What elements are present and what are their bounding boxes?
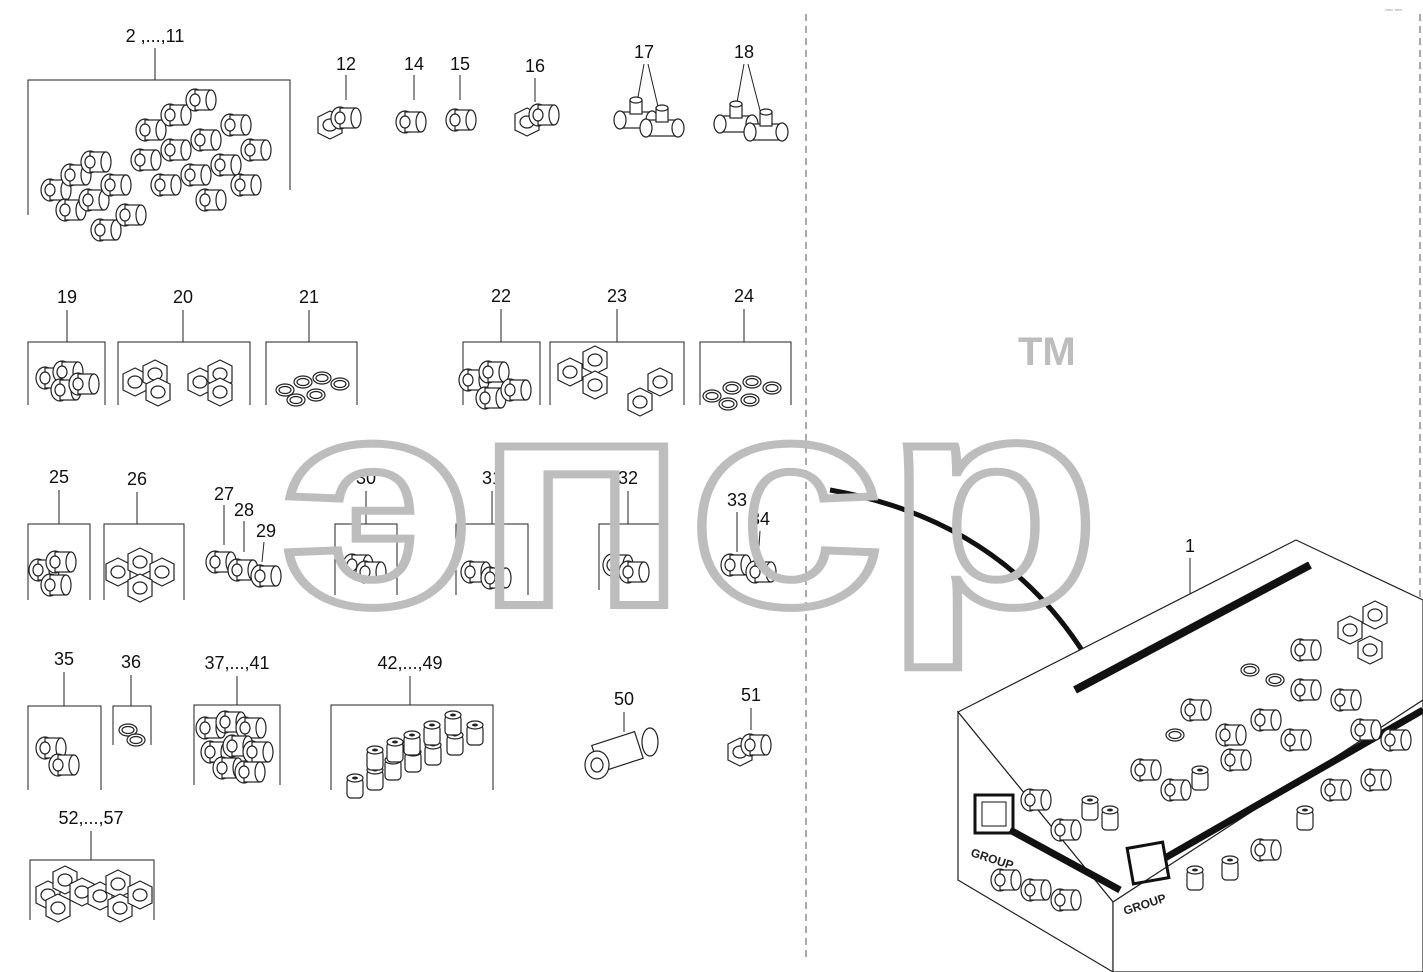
item-17: 17: [613, 42, 685, 138]
item-23: 23: [549, 286, 685, 417]
item-24: 24: [699, 286, 792, 411]
item-26: 26: [103, 469, 185, 603]
item-19: 19: [27, 287, 106, 405]
item-22: 22: [458, 286, 541, 410]
item-32: 32: [598, 468, 661, 590]
watermark: эпср TM: [276, 329, 1104, 675]
callout-17: 17: [634, 42, 654, 62]
callout-22: 22: [491, 286, 511, 306]
item-20: 20: [117, 287, 251, 407]
callout-27: 27: [214, 484, 234, 504]
callout-25: 25: [49, 467, 69, 487]
callout-12: 12: [336, 54, 356, 74]
callout-16: 16: [525, 56, 545, 76]
callout-24: 24: [734, 286, 754, 306]
callout-14: 14: [404, 54, 424, 74]
callout-2-11: 2 ,...,11: [126, 26, 185, 46]
items-37-41: 37,...,41: [193, 653, 281, 785]
items-27-29: 27 28 29: [205, 484, 282, 588]
callout-37-41: 37,...,41: [204, 653, 269, 673]
group-2-11: 2 ,...,11: [27, 26, 291, 242]
item-16: 16: [514, 56, 560, 137]
callout-30: 30: [356, 468, 376, 488]
callout-28: 28: [234, 500, 254, 520]
item-12: 12: [317, 54, 362, 140]
items-33-34: 33 34: [720, 490, 777, 584]
callout-52-57: 52,...,57: [58, 808, 123, 828]
callout-29: 29: [256, 521, 276, 541]
callout-15: 15: [450, 54, 470, 74]
callout-50: 50: [614, 689, 634, 709]
callout-51: 51: [741, 685, 761, 705]
callout-33: 33: [727, 490, 747, 510]
item-30: 30: [334, 468, 398, 595]
callout-23: 23: [607, 286, 627, 306]
items-42-49: 42,...,49: [330, 653, 494, 799]
item-35: 35: [27, 649, 102, 790]
callout-42-49: 42,...,49: [377, 653, 442, 673]
item-21: 21: [265, 287, 358, 407]
callout-1: 1: [1185, 536, 1195, 556]
callout-26: 26: [127, 469, 147, 489]
callout-19: 19: [57, 287, 77, 307]
callout-36: 36: [121, 652, 141, 672]
item-50: 50: [584, 689, 659, 780]
item-15: 15: [445, 54, 477, 132]
item-51: 51: [727, 685, 772, 767]
item-14: 14: [395, 54, 427, 134]
watermark-trademark: TM: [1018, 330, 1076, 374]
callout-20: 20: [173, 287, 193, 307]
item-31: 31: [455, 468, 529, 595]
items-52-57: 52,...,57: [29, 808, 155, 923]
item-18: 18: [713, 42, 789, 142]
callout-31: 31: [482, 468, 502, 488]
callout-21: 21: [299, 287, 319, 307]
callout-32: 32: [618, 468, 638, 488]
callout-18: 18: [734, 42, 754, 62]
item-36: 36: [112, 652, 152, 747]
kit-box: 1 GROUP GROUP: [829, 487, 1423, 972]
item-25: 25: [27, 467, 91, 600]
corner-mark: ▫▫▫ ▫▫▫: [1385, 7, 1402, 14]
callout-35: 35: [54, 649, 74, 669]
callout-34: 34: [750, 509, 770, 529]
watermark-text: эпср: [280, 333, 1100, 671]
